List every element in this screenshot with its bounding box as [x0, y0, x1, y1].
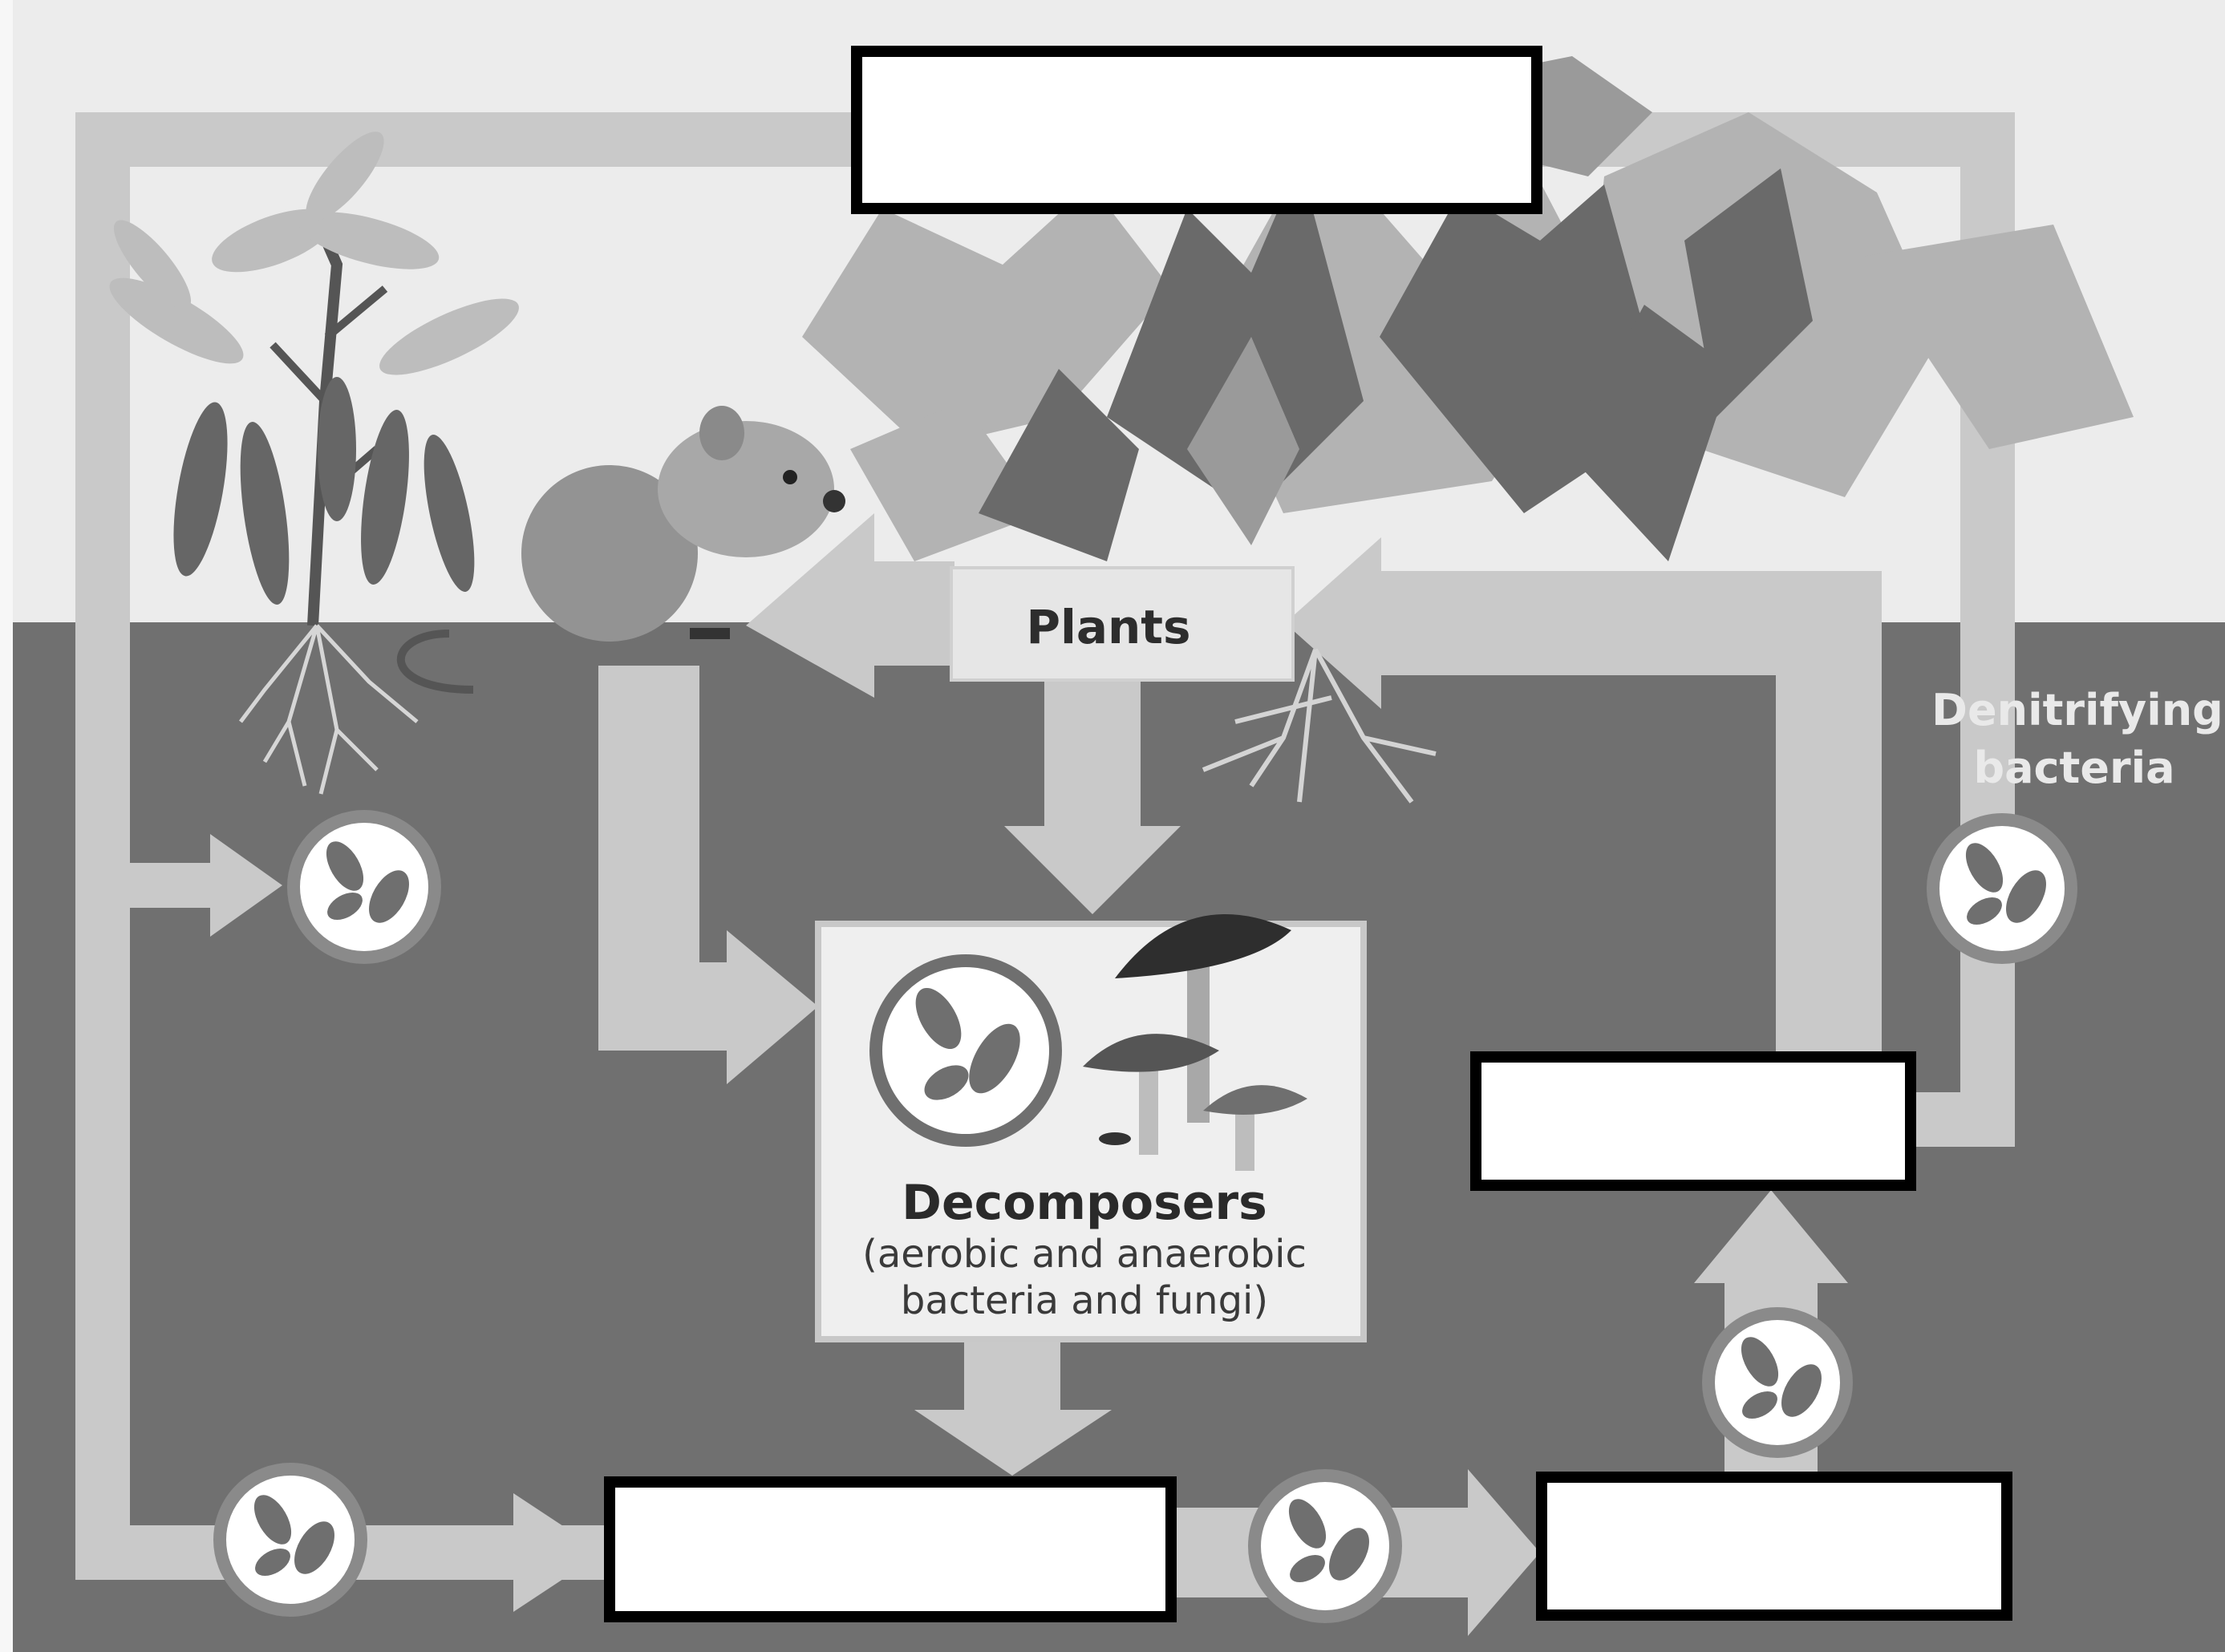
mushroom-icon [1083, 914, 1307, 1171]
denitrifying-label-line2: bacteria [1973, 743, 2174, 793]
arrow-right-loop-horizontal [1380, 571, 1882, 675]
bacteria-icon-bottom-left [213, 1463, 367, 1617]
mouse-illustration [396, 406, 845, 694]
arrow-plants-down-head [1004, 826, 1181, 914]
arrow-bottom-right-head [1468, 1469, 1540, 1636]
blank-box-right-middle[interactable] [1470, 1051, 1916, 1191]
decomposer-bacteria-icon [869, 954, 1062, 1147]
arrow-up-head [1694, 1190, 1848, 1283]
bacteria-icon-bottom-middle [1248, 1469, 1402, 1623]
arrow-right-link [1909, 1092, 2015, 1147]
plants-label-box [950, 566, 1295, 682]
decomposers-subtitle-line2: bacteria and fungi) [901, 1278, 1268, 1323]
blank-box-bottom-right[interactable] [1536, 1472, 2012, 1621]
arrow-left-vertical [75, 112, 130, 1580]
blank-box-top[interactable] [851, 46, 1542, 214]
left-border [0, 0, 13, 1652]
bacteria-icon-denitrifying [1927, 813, 2077, 964]
arrow-left-branch [75, 863, 210, 908]
central-plants-illustration [802, 56, 2134, 804]
decomposers-title: Decomposers [902, 1175, 1267, 1231]
decomposers-subtitle-line1: (aerobic and anaerobic [862, 1232, 1307, 1277]
arrow-plants-down [1044, 682, 1141, 826]
bacteria-icon-left [287, 810, 441, 964]
arrow-left-branch-head [210, 834, 282, 937]
bacteria-icon-bottom-right [1702, 1307, 1853, 1458]
arrow-bottom-head-left [513, 1493, 603, 1612]
arrow-plants-to-animal [746, 513, 954, 698]
plants-label: Plants [1026, 600, 1190, 654]
arrow-into-decomp-head [727, 930, 818, 1084]
denitrifying-label-line1: Denitrifying [1931, 685, 2223, 735]
arrow-decomp-down-head [914, 1410, 1112, 1476]
left-plant-illustration [109, 132, 519, 795]
arrow-right-loop-head [1285, 537, 1381, 709]
arrow-into-decomp [598, 962, 727, 1051]
blank-box-bottom-middle[interactable] [604, 1476, 1177, 1622]
arrow-decomp-down [964, 1339, 1060, 1411]
